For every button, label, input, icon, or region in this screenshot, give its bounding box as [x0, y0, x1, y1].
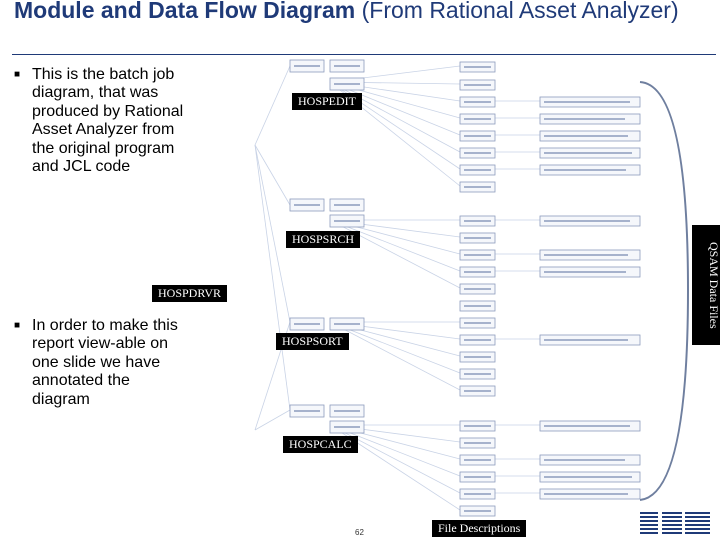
- dataset-nodes: [539, 96, 641, 500]
- slide-title: Module and Data Flow Diagram (From Ratio…: [14, 0, 714, 24]
- label-hospsort: HOSPSORT: [276, 333, 349, 350]
- label-hospdrvr: HOSPDRVR: [152, 285, 228, 302]
- step-nodes: [289, 59, 365, 434]
- page-number: 62: [355, 528, 364, 537]
- bullet-2: ■ In order to make this report view-able…: [14, 317, 192, 409]
- bullet-2-text: In order to make this report view-able o…: [32, 317, 178, 408]
- label-hospsrch: HOSPSRCH: [286, 231, 361, 248]
- title-rule: [12, 54, 716, 55]
- node-text-marks: [294, 65, 632, 512]
- ibm-logo-icon: [640, 510, 710, 536]
- bullet-1: ■ This is the batch job diagram, that wa…: [14, 66, 192, 176]
- label-qsam-data-files: QSAM Data Files: [692, 225, 720, 345]
- qsam-bracket: [639, 81, 690, 501]
- label-hospcalc: HOSPCALC: [283, 436, 358, 453]
- bullet-square-icon: ■: [14, 69, 21, 80]
- slide-title-bold: Module and Data Flow Diagram: [14, 0, 356, 23]
- bullet-square-icon: ■: [14, 320, 21, 331]
- slide-title-rest: (From Rational Asset Analyzer): [355, 0, 679, 23]
- bullet-1-text: This is the batch job diagram, that was …: [32, 66, 184, 176]
- label-hospedit: HOSPEDIT: [292, 93, 363, 110]
- label-file-descriptions: File Descriptions: [432, 520, 527, 537]
